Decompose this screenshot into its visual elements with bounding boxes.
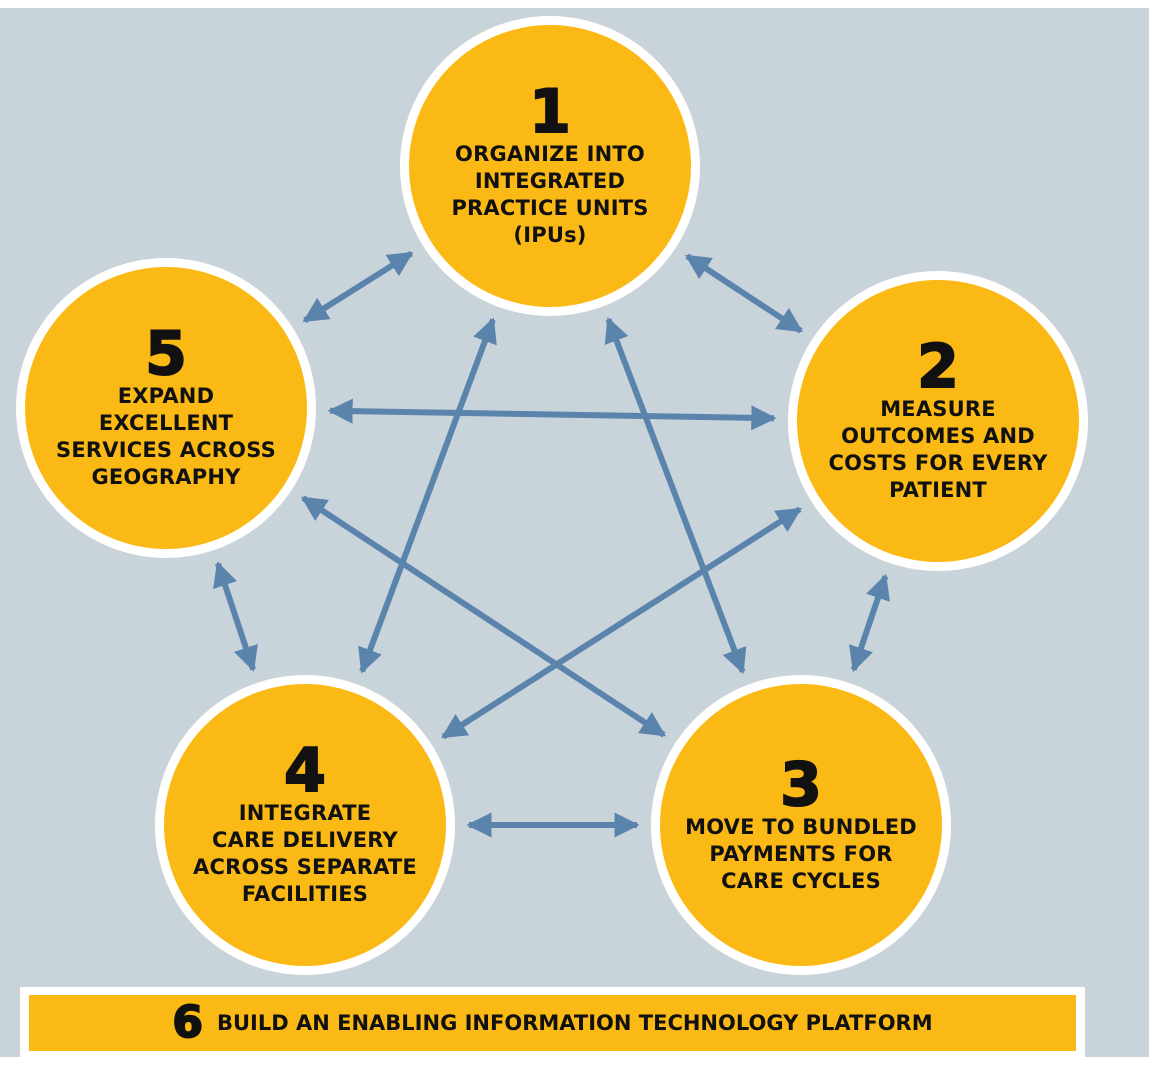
platform-number: 6 <box>171 997 204 1048</box>
arrow-3-5 <box>300 495 667 738</box>
arrow-1-4 <box>358 317 497 674</box>
step-3-number: 3 <box>779 749 823 820</box>
arrow-1-5 <box>302 250 414 324</box>
step-5-node: 5 EXPAND EXCELLENT SERVICES ACROSS GEOGR… <box>16 258 316 558</box>
arrow-2-5 <box>327 398 777 431</box>
step-3-node: 3 MOVE TO BUNDLED PAYMENTS FOR CARE CYCL… <box>651 675 951 975</box>
step-2-label: MEASURE OUTCOMES AND COSTS FOR EVERY PAT… <box>828 397 1048 502</box>
step-4-node: 4 INTEGRATE CARE DELIVERY ACROSS SEPARAT… <box>155 675 455 975</box>
step-3-label: MOVE TO BUNDLED PAYMENTS FOR CARE CYCLES <box>685 814 917 893</box>
arrow-4-5 <box>213 561 258 672</box>
step-5-number: 5 <box>144 319 188 389</box>
step-1-label: ORGANIZE INTO INTEGRATED PRACTICE UNITS … <box>451 142 649 247</box>
step-1-number: 1 <box>528 77 572 147</box>
step-2-node: 2 MEASURE OUTCOMES AND COSTS FOR EVERY P… <box>788 271 1088 571</box>
step-3-circle: 3 MOVE TO BUNDLED PAYMENTS FOR CARE CYCL… <box>660 684 942 966</box>
platform-bar: 6 BUILD AN ENABLING INFORMATION TECHNOLO… <box>29 995 1076 1051</box>
step-1-circle: 1 ORGANIZE INTO INTEGRATED PRACTICE UNIT… <box>409 25 691 307</box>
step-4-circle: 4 INTEGRATE CARE DELIVERY ACROSS SEPARAT… <box>164 684 446 966</box>
platform-label: BUILD AN ENABLING INFORMATION TECHNOLOGY… <box>216 1011 933 1035</box>
arrow-1-2 <box>684 253 804 334</box>
arrow-2-3 <box>849 573 890 673</box>
step-2-circle: 2 MEASURE OUTCOMES AND COSTS FOR EVERY P… <box>797 280 1079 562</box>
step-4-number: 4 <box>283 736 327 806</box>
step-5-label: EXPAND EXCELLENT SERVICES ACROSS GEOGRAP… <box>56 384 276 489</box>
step-4-label: INTEGRATE CARE DELIVERY ACROSS SEPARATE … <box>193 801 417 906</box>
step-2-number: 2 <box>916 332 960 402</box>
step-1-node: 1 ORGANIZE INTO INTEGRATED PRACTICE UNIT… <box>400 16 700 316</box>
step-5-circle: 5 EXPAND EXCELLENT SERVICES ACROSS GEOGR… <box>25 267 307 549</box>
